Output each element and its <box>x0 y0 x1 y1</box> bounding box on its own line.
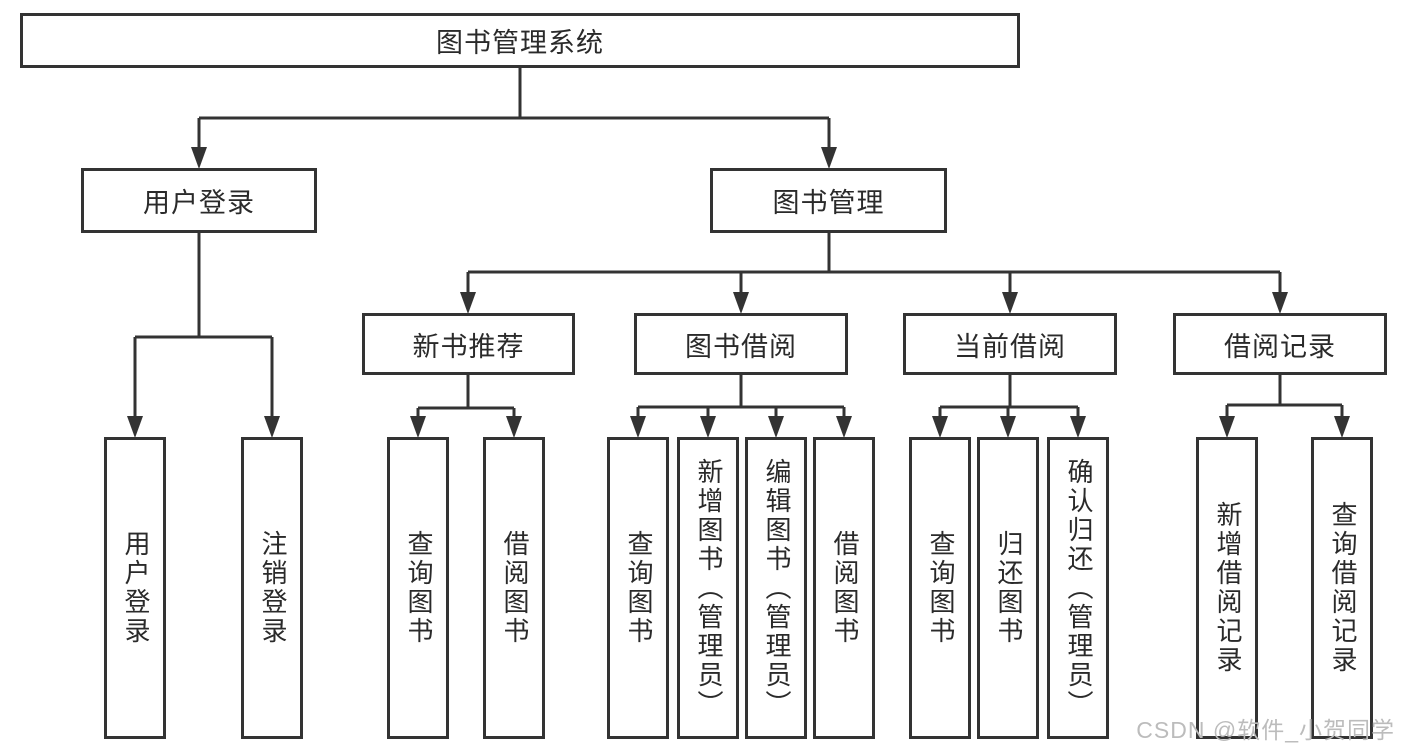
leaf-add-book-admin: 新增图书（管理员） <box>677 437 739 739</box>
node-label: 新增借阅记录 <box>1212 501 1243 675</box>
leaf-query-books-borrow: 查询图书 <box>607 437 669 739</box>
node-label: 查询图书 <box>623 530 654 646</box>
node-borrow-records: 借阅记录 <box>1173 313 1387 375</box>
leaf-borrow-books: 借阅图书 <box>813 437 875 739</box>
node-label: 编辑图书（管理员） <box>761 457 792 719</box>
node-label: 新书推荐 <box>412 331 525 362</box>
node-book-management: 图书管理 <box>710 168 947 233</box>
node-label: 查询图书 <box>403 530 434 646</box>
leaf-borrow-books-recommend: 借阅图书 <box>483 437 545 739</box>
node-label: 图书管理系统 <box>436 28 604 58</box>
node-user-login: 用户登录 <box>81 168 317 233</box>
node-label: 查询图书 <box>925 530 956 646</box>
leaf-query-books-recommend: 查询图书 <box>387 437 449 739</box>
node-label: 借阅记录 <box>1224 331 1336 362</box>
leaf-return-books: 归还图书 <box>977 437 1039 739</box>
leaf-confirm-return-admin: 确认归还（管理员） <box>1047 437 1109 739</box>
node-label: 用户登录 <box>143 188 255 218</box>
leaf-user-login: 用户登录 <box>104 437 166 739</box>
leaf-query-borrow-record: 查询借阅记录 <box>1311 437 1373 739</box>
arrowheads <box>127 147 1350 438</box>
csdn-watermark: CSDN @软件_小贺同学 <box>1136 717 1395 743</box>
node-label: 确认归还（管理员） <box>1063 457 1094 719</box>
node-label: 图书借阅 <box>685 331 797 362</box>
node-label: 新增图书（管理员） <box>693 457 724 719</box>
node-library-system: 图书管理系统 <box>20 13 1020 68</box>
node-label: 图书管理 <box>772 188 885 218</box>
leaf-edit-book-admin: 编辑图书（管理员） <box>745 437 807 739</box>
node-label: 用户登录 <box>120 530 151 646</box>
node-label: 当前借阅 <box>954 331 1066 362</box>
leaf-logout: 注销登录 <box>241 437 303 739</box>
leaf-add-borrow-record: 新增借阅记录 <box>1196 437 1258 739</box>
node-label: 查询借阅记录 <box>1327 501 1358 675</box>
node-label: 借阅图书 <box>829 530 860 646</box>
node-label: 归还图书 <box>993 530 1024 646</box>
node-label: 借阅图书 <box>499 530 530 646</box>
node-current-borrow: 当前借阅 <box>903 313 1117 375</box>
node-label: 注销登录 <box>257 530 288 646</box>
leaf-query-books-current: 查询图书 <box>909 437 971 739</box>
node-book-borrow: 图书借阅 <box>634 313 848 375</box>
node-new-book-recommend: 新书推荐 <box>362 313 575 375</box>
